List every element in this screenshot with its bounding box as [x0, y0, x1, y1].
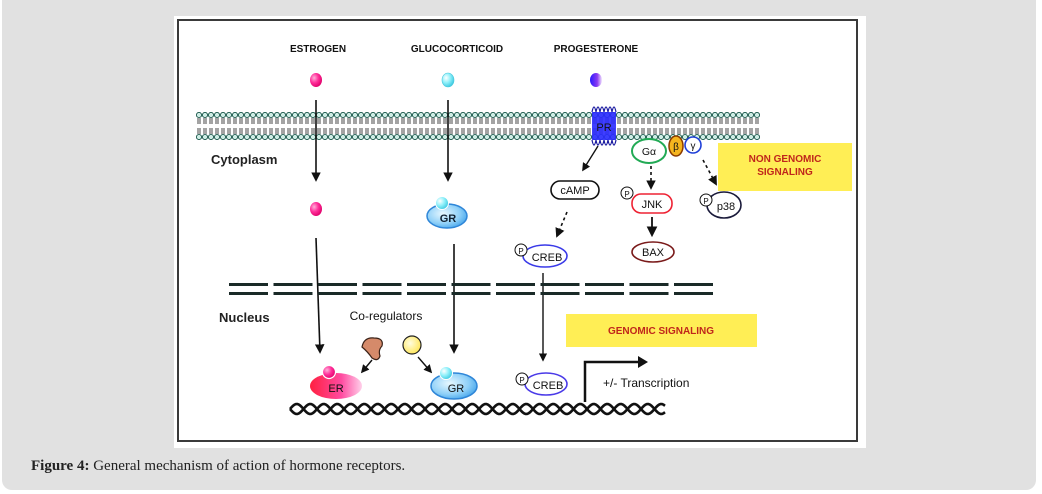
cytoplasm-label: Cytoplasm [211, 152, 277, 167]
coregulator-gr-arrow [417, 356, 433, 374]
estrogen-molecule [310, 73, 322, 87]
gr-nucleus-label: GR [448, 383, 465, 395]
nuclear-membrane-segment [407, 292, 446, 295]
hormone-label-glucocorticoid: GLUCOCORTICOID [411, 44, 503, 55]
dna-strand-a [289, 402, 666, 416]
nuclear-membrane-segment [273, 292, 313, 295]
nucleus-label: Nucleus [219, 310, 270, 325]
nuclear-membrane-segment [229, 283, 268, 286]
p-p38-node: P p38 [699, 191, 742, 219]
nuclear-membrane-segment [585, 283, 624, 286]
g-gamma-label: γ [691, 141, 696, 152]
phospho-label: P [703, 197, 708, 206]
progesterone-molecule [590, 73, 602, 87]
nuclear-membrane [229, 283, 713, 295]
transcription-start-line [583, 360, 640, 402]
coregulator-er-arrow [360, 359, 373, 374]
nuclear-membrane-segment [318, 292, 357, 295]
non-genomic-line-1: NON GENOMIC [749, 154, 822, 165]
genomic-text: GENOMIC SIGNALING [608, 326, 714, 337]
phospho-label: P [518, 247, 523, 256]
glucocorticoid-molecule [441, 72, 455, 88]
bax-node: BAX [631, 241, 675, 263]
genomic-signaling-label: GENOMIC SIGNALING [566, 314, 757, 347]
nuclear-membrane-segment [362, 283, 402, 286]
nuclear-membrane-segment [540, 292, 580, 295]
nuclear-membrane-segment [496, 283, 535, 286]
nuclear-membrane-segment [629, 292, 669, 295]
nuclear-membrane-segment [674, 283, 713, 286]
caption-text: General mechanism of action of hormone r… [89, 458, 406, 474]
camp-label: cAMP [560, 185, 589, 197]
gr-nucleus-complex: GR [430, 366, 478, 400]
jnk-label: JNK [642, 199, 663, 211]
camp-creb-arrow [555, 211, 568, 238]
non-genomic-signaling-label: NON GENOMIC SIGNALING [718, 143, 852, 191]
phospho-label: P [519, 376, 524, 385]
gamma-p38-arrow [702, 159, 717, 186]
nuclear-membrane-segment [229, 292, 268, 295]
er-nucleus-complex: ER [310, 364, 362, 399]
nuclear-membrane-segment [496, 292, 535, 295]
g-beta-label: β [673, 142, 679, 153]
bax-label: BAX [642, 247, 665, 259]
p38-label: p38 [717, 201, 735, 213]
p-creb-nucleus: P CREB [515, 372, 568, 396]
pr-camp-arrow [582, 145, 599, 172]
nuclear-membrane-segment [273, 283, 313, 286]
hormone-label-estrogen: ESTROGEN [290, 44, 346, 55]
creb-label: CREB [532, 252, 563, 264]
caption-label: Figure 4: [31, 458, 90, 474]
creb-nucleus-label: CREB [533, 380, 564, 392]
dna-strand-b [289, 402, 666, 416]
nuclear-membrane-segment [407, 283, 446, 286]
transcription-arrowhead [638, 356, 648, 368]
gr-label: GR [440, 213, 457, 225]
nuclear-membrane-segment [318, 283, 357, 286]
coregulators-label: Co-regulators [350, 309, 423, 323]
figure-box [177, 19, 858, 442]
p-creb-cytoplasm: P CREB [514, 243, 568, 268]
cell-membrane [196, 112, 760, 140]
figure-caption: Figure 4: General mechanism of action of… [31, 458, 405, 475]
camp-node: cAMP [550, 180, 600, 200]
non-genomic-line-2: SIGNALING [757, 167, 813, 178]
pr-membrane-receptor: PR [591, 106, 617, 146]
transcription-label: +/- Transcription [603, 376, 689, 390]
nuclear-membrane-segment [674, 292, 713, 295]
g-protein-complex: Gα β γ [631, 135, 702, 164]
nuclear-membrane-segment [540, 283, 580, 286]
p-jnk-node: P JNK [620, 186, 673, 214]
nuclear-membrane-segment [451, 283, 491, 286]
hormone-label-progesterone: PROGESTERONE [554, 44, 639, 55]
nuclear-membrane-segment [362, 292, 402, 295]
coregulator-brown [361, 337, 383, 361]
g-alpha-label: Gα [642, 146, 656, 158]
gr-cytoplasm-complex: GR [426, 196, 468, 229]
nuclear-membrane-segment [451, 292, 491, 295]
dna-helix [289, 402, 666, 416]
er-label: ER [328, 383, 343, 395]
estrogen-cytoplasm-molecule [310, 202, 322, 216]
phospho-label: P [624, 190, 629, 199]
nuclear-membrane-segment [629, 283, 669, 286]
pr-label: PR [596, 122, 611, 134]
nuclear-membrane-segment [585, 292, 624, 295]
coregulator-yellow [402, 335, 422, 355]
